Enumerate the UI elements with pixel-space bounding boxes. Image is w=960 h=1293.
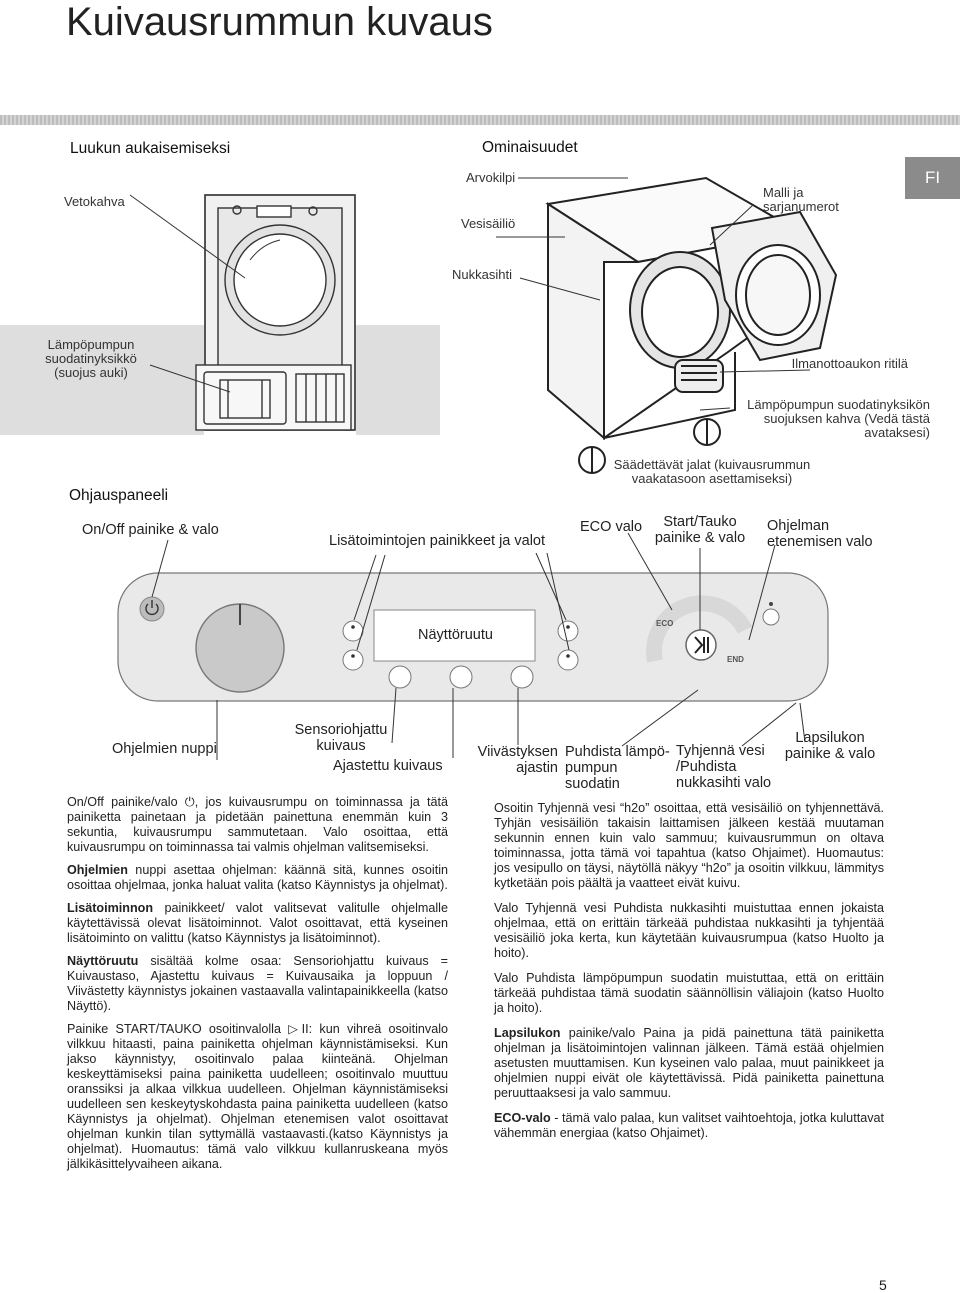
label-onoff: On/Off painike & valo <box>82 522 219 538</box>
label-start-tauko: Start/Tauko painike & valo <box>654 514 746 546</box>
page-title: Kuivausrummun kuvaus <box>66 0 493 44</box>
paragraph-puhdista-suodatin: Valo Puhdista lämpöpumpun suodatin muist… <box>494 971 884 1015</box>
paragraph-onoff: On/Off painike/valo ⏻, jos kuivausrumpu … <box>67 795 448 854</box>
paragraph-tyhjenna-vesi: Osoitin Tyhjennä vesi “h2o” osoittaa, et… <box>494 801 884 890</box>
label-vesisailio: Vesisäiliö <box>461 216 516 231</box>
text-column-left: On/Off painike/valo ⏻, jos kuivausrumpu … <box>67 795 448 1172</box>
label-lisatoiminnot: Lisätoimintojen painikkeet ja valot <box>329 533 546 549</box>
label-malli: Malli ja sarjanumerot <box>763 185 839 214</box>
label-nukkasihti: Nukkasihti <box>452 267 512 282</box>
text-column-right: Osoitin Tyhjennä vesi “h2o” osoittaa, et… <box>494 801 884 1141</box>
paragraph-nuppi: Ohjelmien nuppi asettaa ohjelman: käännä… <box>67 863 448 892</box>
paragraph-eco-valo: ECO-valo - tämä valo palaa, kun valitset… <box>494 1111 884 1140</box>
end-badge: END <box>727 655 744 664</box>
power-icon <box>145 600 159 616</box>
label-tyhjenna: Tyhjennä vesi /Puhdista nukkasihti valo <box>676 743 772 791</box>
dryer-front-illustration <box>0 194 440 435</box>
control-panel-illustration <box>117 572 829 702</box>
label-kahva: Lämpöpumpun suodatinyksikön suojuksen ka… <box>747 397 930 440</box>
label-etenemisen: Ohjelman etenemisen valo <box>767 518 873 550</box>
language-tab: FI <box>905 157 960 199</box>
label-filter-unit: Lämpöpumpun suodatinyksikkö (suojus auki… <box>45 337 137 380</box>
label-arvokilpi: Arvokilpi <box>466 170 516 185</box>
heading-control-panel: Ohjauspaneeli <box>69 487 169 504</box>
label-puhdista: Puhdista lämpö-pumpun suodatin <box>565 744 670 792</box>
label-ajastettu: Ajastettu kuivaus <box>333 758 443 774</box>
label-nuppi: Ohjelmien nuppi <box>112 741 217 757</box>
label-viivastys: Viivästyksen ajastin <box>477 744 558 776</box>
display-screen-label: Näyttöruutu <box>418 627 493 643</box>
paragraph-nayttoruutu: Näyttöruutu sisältää kolme osaa: Sensori… <box>67 954 448 1013</box>
label-eco-valo: ECO valo <box>580 519 643 535</box>
dryer-open-illustration <box>545 176 838 474</box>
paragraph-puhdista-nukkasihti: Valo Tyhjennä vesi Puhdista nukkasihti m… <box>494 901 884 960</box>
heading-features: Ominaisuudet <box>482 139 578 156</box>
heading-door: Luukun aukaisemiseksi <box>70 140 231 157</box>
label-sensori: Sensoriohjattu kuivaus <box>294 722 388 754</box>
label-ilmanotto: Ilmanottoaukon ritilä <box>791 356 908 371</box>
paragraph-start-tauko: Painike START/TAUKO osoitinvalolla ▷II: … <box>67 1022 448 1171</box>
header-divider <box>0 115 960 125</box>
paragraph-lapsilukko: Lapsilukon painike/valo Paina ja pidä pa… <box>494 1026 884 1100</box>
label-jalat: Säädettävät jalat (kuivausrummun vaakata… <box>613 457 811 486</box>
label-vetokahva: Vetokahva <box>64 194 125 209</box>
paragraph-lisatoiminnot: Lisätoiminnon painikkeet/ valot valitsev… <box>67 901 448 945</box>
eco-badge: ECO <box>656 619 674 628</box>
page-number: 5 <box>879 1277 887 1293</box>
label-lapsilukko: Lapsilukon painike & valo <box>784 730 876 762</box>
